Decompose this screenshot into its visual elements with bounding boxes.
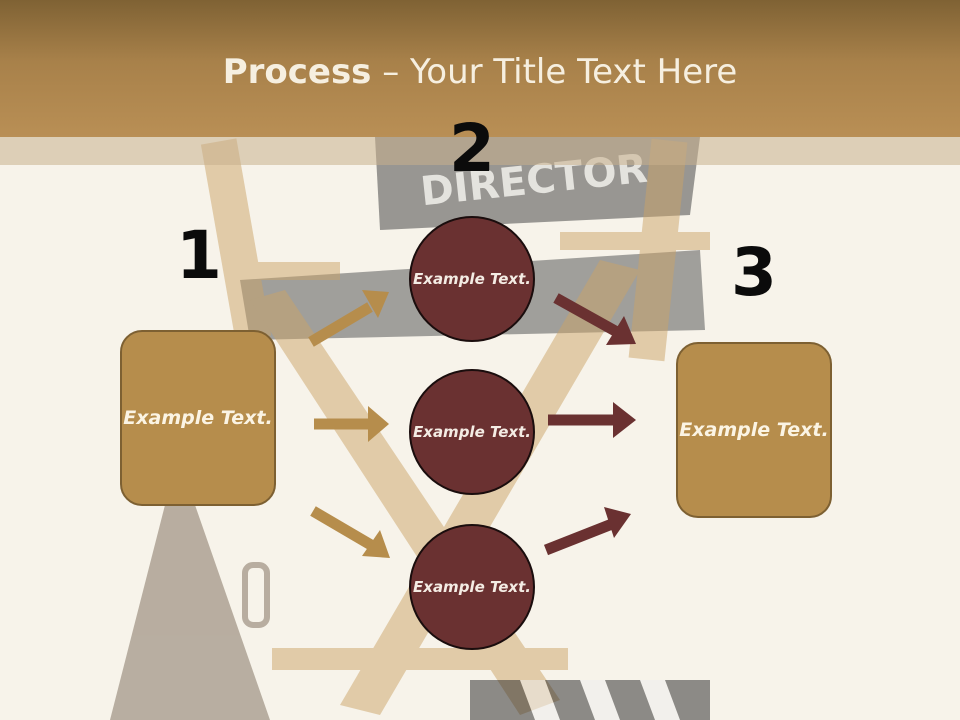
step-1-box: Example Text. — [120, 330, 276, 506]
slide-title: Process – Your Title Text Here — [0, 52, 960, 92]
step-number-3: 3 — [731, 234, 777, 311]
arrow-out-middle — [548, 402, 636, 438]
title-bold-part: Process — [222, 52, 372, 92]
step-number-1: 1 — [176, 217, 222, 294]
step-2-circle-bottom: Example Text. — [409, 524, 535, 650]
title-rest-part: – Your Title Text Here — [371, 52, 738, 92]
arrow-in-middle — [314, 406, 389, 442]
arrow-in-top — [308, 290, 389, 347]
step-1-text: Example Text. — [123, 406, 273, 429]
step-number-2: 2 — [449, 110, 495, 187]
step-2-text-top: Example Text. — [413, 269, 531, 288]
step-3-text: Example Text. — [679, 418, 829, 441]
step-2-text-bottom: Example Text. — [413, 577, 531, 596]
arrow-in-bottom — [310, 506, 390, 558]
arrow-out-top — [553, 293, 636, 345]
title-band-shadow — [0, 137, 960, 165]
title-band — [0, 0, 960, 137]
step-3-box: Example Text. — [676, 342, 832, 518]
step-2-text-middle: Example Text. — [413, 422, 531, 441]
step-2-circle-top: Example Text. — [409, 216, 535, 342]
arrow-out-bottom — [543, 507, 631, 556]
step-2-circle-middle: Example Text. — [409, 369, 535, 495]
